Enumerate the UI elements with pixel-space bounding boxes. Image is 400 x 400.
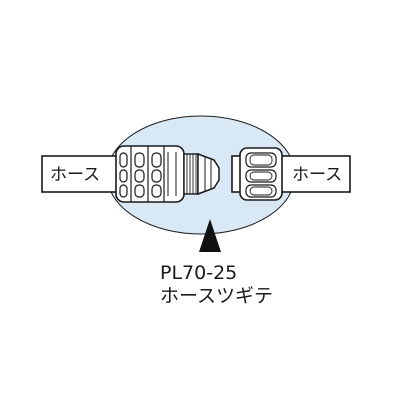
tapered-nozzle [197, 152, 220, 196]
threaded-section [183, 153, 199, 195]
left-hose-label: ホース [50, 165, 100, 185]
part-number: PL70-25 [160, 262, 238, 284]
arrow-up-icon [199, 219, 221, 252]
part-name: ホースツギテ [160, 285, 274, 307]
left-coupling-nut [115, 145, 185, 203]
right-hose-label: ホース [292, 165, 342, 185]
left-hose: ホース [41, 155, 129, 193]
right-coupling-nut [239, 147, 283, 201]
